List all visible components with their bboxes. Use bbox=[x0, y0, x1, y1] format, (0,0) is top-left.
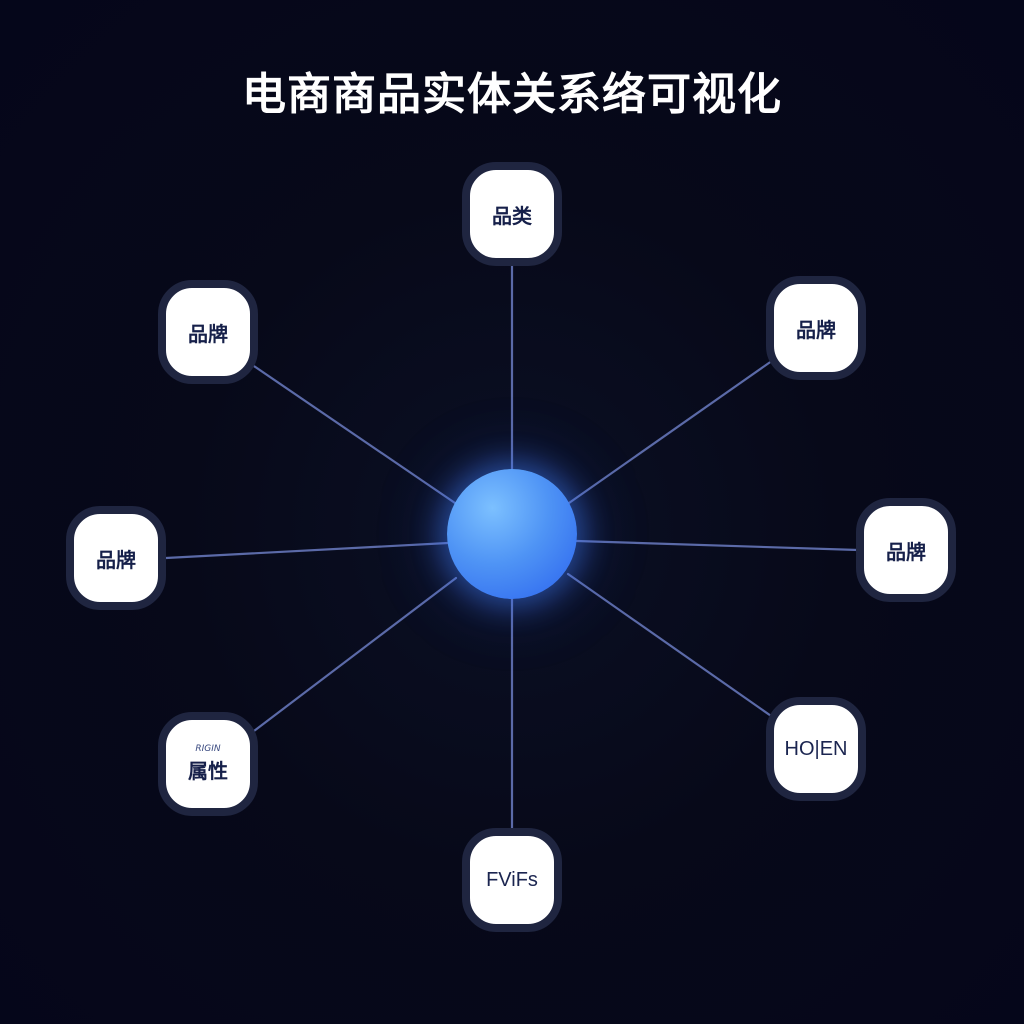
edge-lower-right bbox=[566, 572, 776, 720]
node-label: 品牌 bbox=[886, 539, 926, 564]
node-label: 品牌 bbox=[96, 547, 136, 572]
edge-upper-right bbox=[567, 356, 778, 505]
node-label: 品牌 bbox=[188, 321, 228, 346]
node-brand-upper-left[interactable]: 品牌 bbox=[158, 280, 258, 384]
node-label: 品牌 bbox=[796, 317, 836, 342]
edge-upper-left bbox=[246, 360, 457, 505]
node-label: HO|EN bbox=[784, 737, 848, 760]
node-brand-right[interactable]: 品牌 bbox=[856, 498, 956, 602]
node-label: 品类 bbox=[492, 203, 532, 228]
diagram-title: 电商商品实体关系络可视化 bbox=[242, 69, 782, 120]
edge-left bbox=[164, 541, 450, 560]
edge-lower-left bbox=[248, 576, 458, 736]
edge-right bbox=[575, 539, 860, 552]
node-brand-left[interactable]: 品牌 bbox=[66, 506, 166, 610]
node-hoen[interactable]: HO|EN bbox=[766, 697, 866, 801]
node-category[interactable]: 品类 bbox=[462, 162, 562, 266]
node-brand-upper-right[interactable]: 品牌 bbox=[766, 276, 866, 380]
node-attribute[interactable]: RIGIN 属性 bbox=[158, 712, 258, 816]
node-fvifs[interactable]: FViFs bbox=[462, 828, 562, 932]
central-hub-node[interactable] bbox=[447, 469, 577, 599]
node-label: FViFs bbox=[486, 868, 538, 891]
node-label: 属性 bbox=[188, 758, 228, 783]
node-sublabel: RIGIN bbox=[195, 743, 221, 754]
